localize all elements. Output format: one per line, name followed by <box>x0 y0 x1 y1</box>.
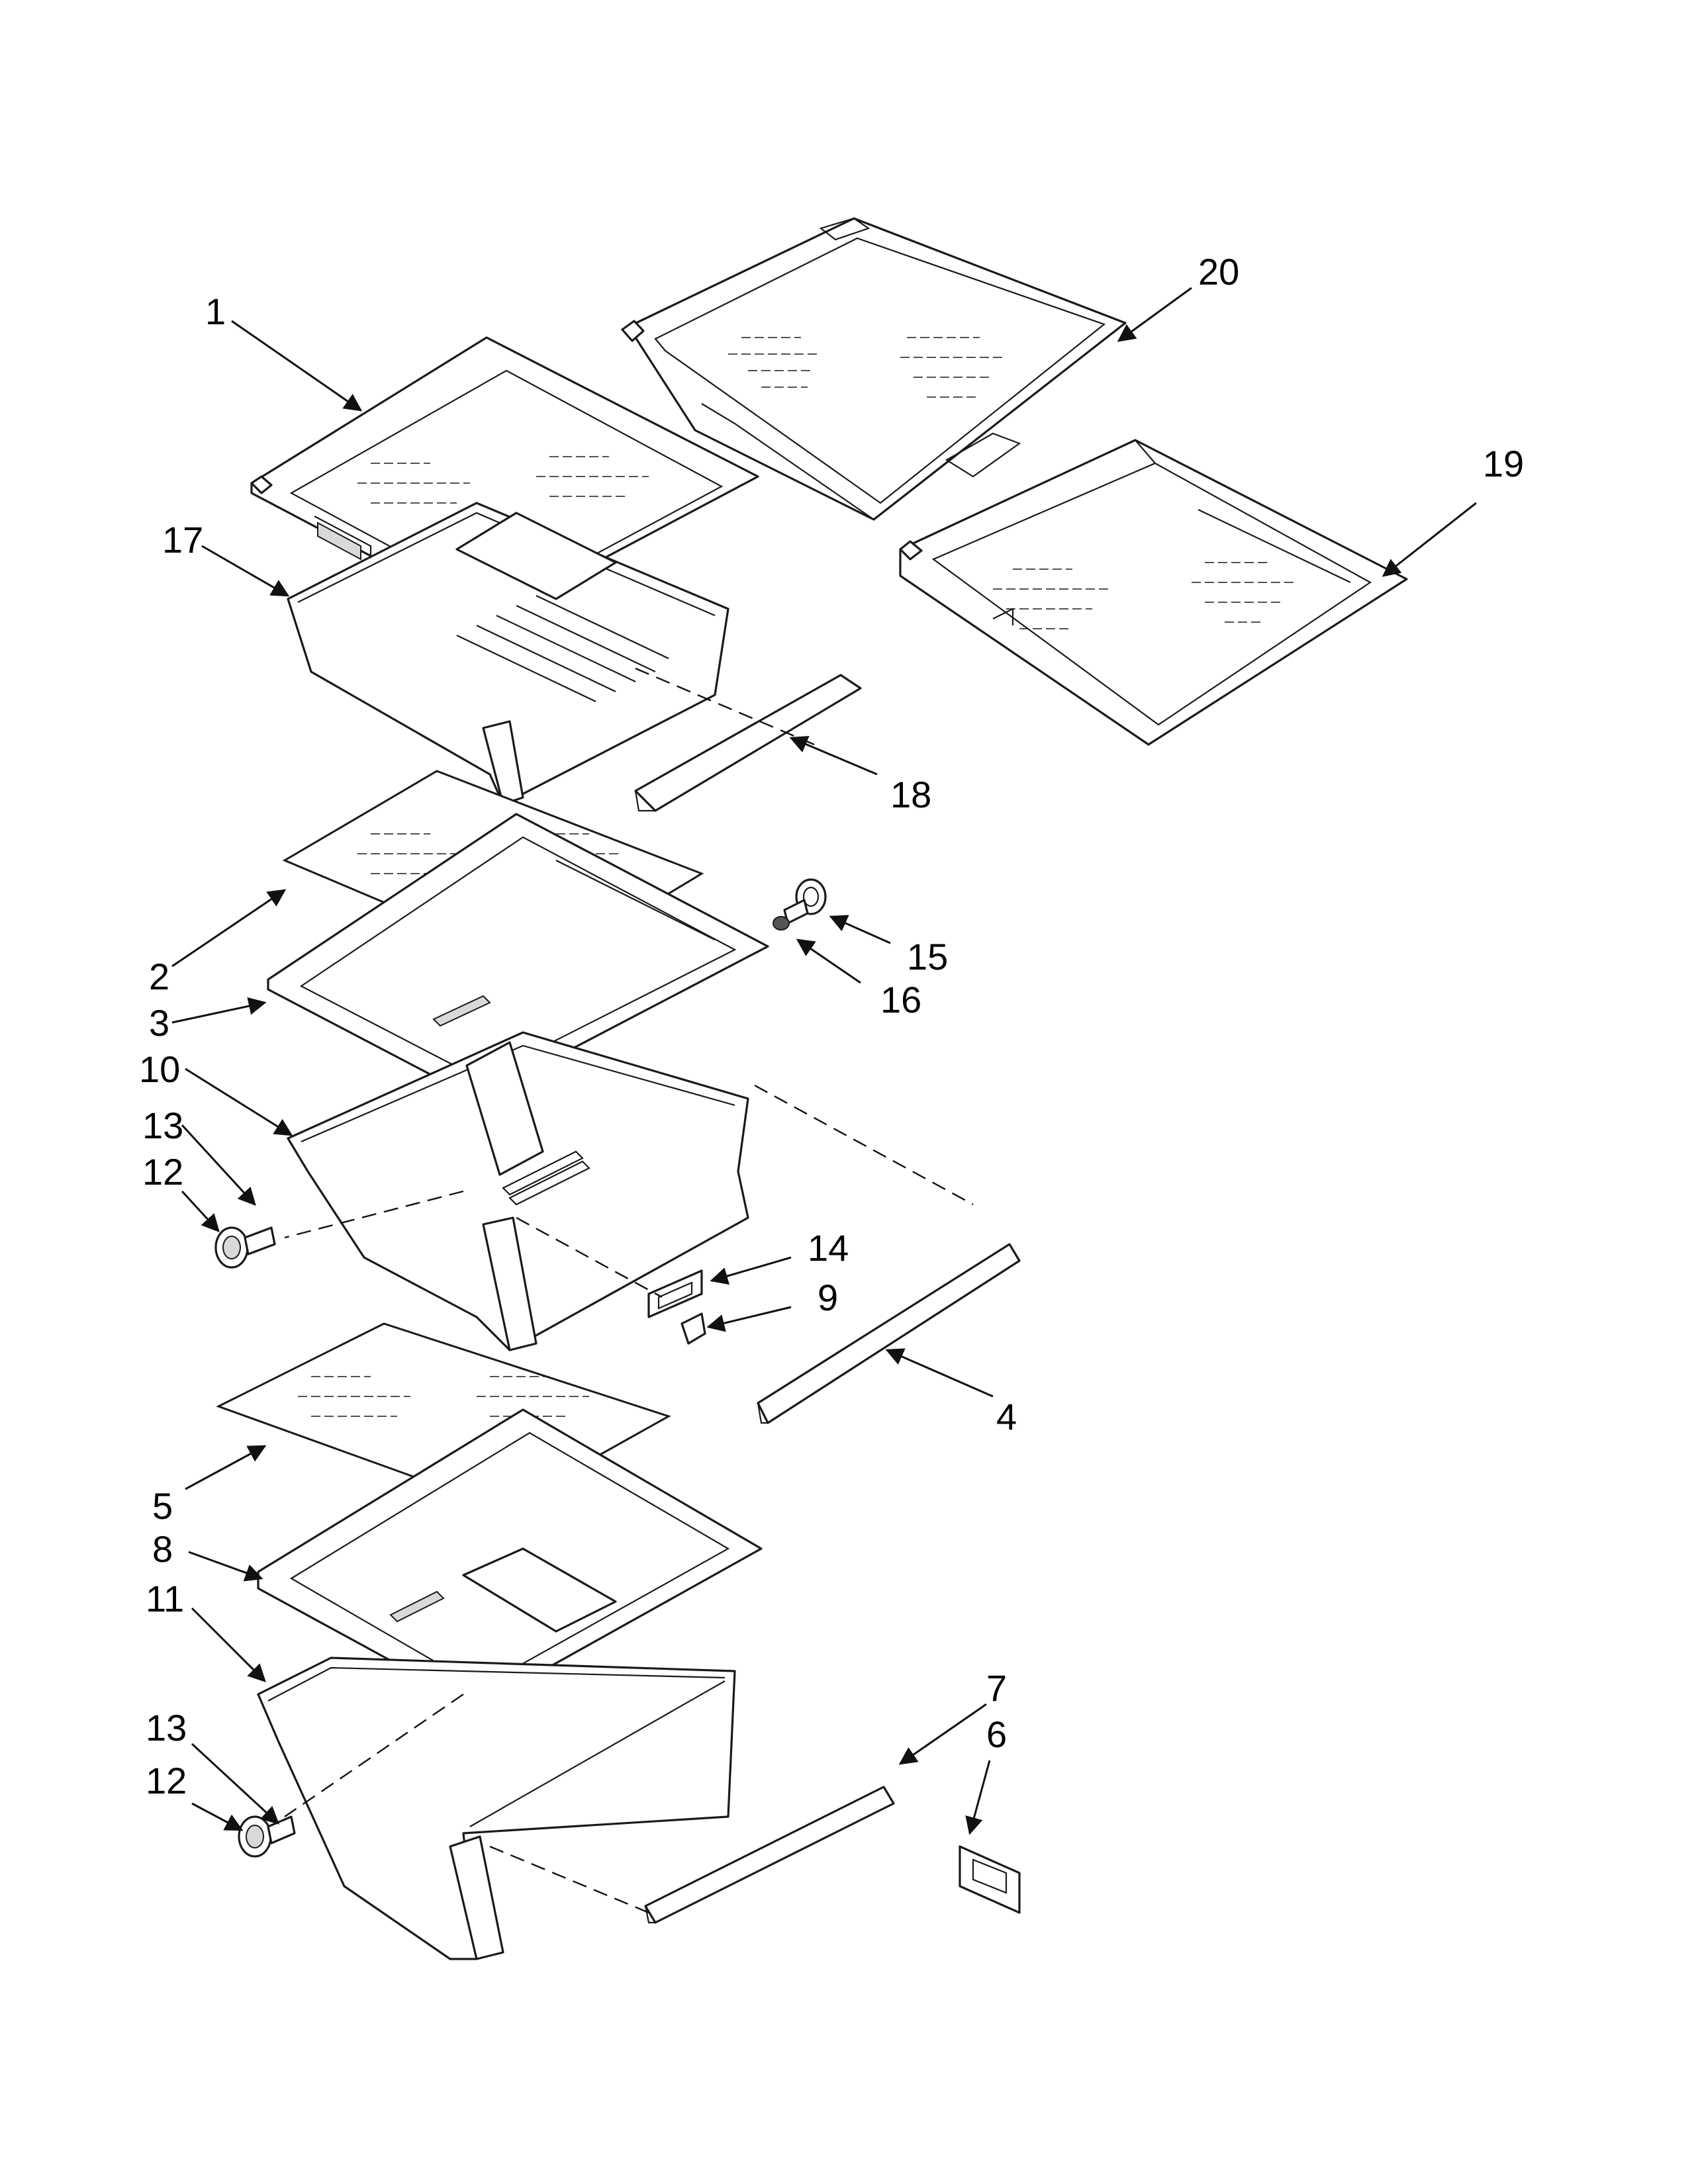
roller-part-12-upper <box>214 1226 249 1269</box>
frame-part-8 <box>257 1408 763 1709</box>
trim-rail-part-4 <box>757 1243 1021 1424</box>
callout-9: 9 <box>818 1277 838 1318</box>
trim-rail-part-18 <box>634 674 862 812</box>
leader-arrows <box>171 287 1477 1835</box>
callout-3: 3 <box>149 1002 169 1044</box>
glass-hatching <box>298 1376 589 1417</box>
callout-10: 10 <box>139 1048 180 1090</box>
axle-part-13-upper <box>244 1226 276 1255</box>
callout-7: 7 <box>986 1667 1007 1709</box>
clip-part-9 <box>680 1312 706 1345</box>
glass-hatching <box>993 562 1297 629</box>
crisper-pan-part-17 <box>287 502 729 805</box>
axle-part-13-lower <box>267 1815 296 1844</box>
shelf-ridges <box>456 595 669 702</box>
callout-15: 15 <box>907 936 948 978</box>
frame-part-3 <box>267 813 769 1100</box>
crisper-drawer-part-10 <box>287 1031 749 1351</box>
callout-1: 1 <box>205 291 226 332</box>
callout-11: 11 <box>146 1578 184 1619</box>
callout-6: 6 <box>986 1713 1007 1755</box>
callout-16: 16 <box>880 979 921 1021</box>
callout-13-lower: 13 <box>146 1707 187 1749</box>
bracket-part-14 <box>647 1269 703 1318</box>
shelf-part-1 <box>250 336 759 620</box>
callout-5: 5 <box>152 1485 173 1527</box>
callout-13-upper: 13 <box>142 1105 183 1146</box>
crisper-drawer-part-11 <box>257 1657 736 1960</box>
callout-20: 20 <box>1198 251 1239 293</box>
assembly-lines <box>284 667 974 1914</box>
glass-hatching <box>357 456 649 504</box>
callout-4: 4 <box>996 1396 1017 1437</box>
callout-14: 14 <box>808 1227 849 1269</box>
callout-labels: 1 20 19 17 18 2 15 16 3 10 13 12 14 9 4 … <box>139 251 1524 1801</box>
shelf-part-20 <box>621 217 1127 521</box>
roller-part-12-lower <box>238 1815 272 1858</box>
shelf-part-19 <box>899 439 1408 746</box>
callout-17: 17 <box>162 519 203 561</box>
callout-2: 2 <box>149 956 169 997</box>
end-cap-part-6 <box>959 1845 1021 1914</box>
callout-18: 18 <box>890 774 931 815</box>
bolt-part-16 <box>773 899 809 931</box>
callout-12-upper: 12 <box>142 1151 183 1193</box>
callout-12-lower: 12 <box>146 1760 187 1801</box>
glass-hatching <box>728 337 1006 398</box>
callout-19: 19 <box>1483 443 1524 484</box>
callout-8: 8 <box>152 1528 173 1570</box>
